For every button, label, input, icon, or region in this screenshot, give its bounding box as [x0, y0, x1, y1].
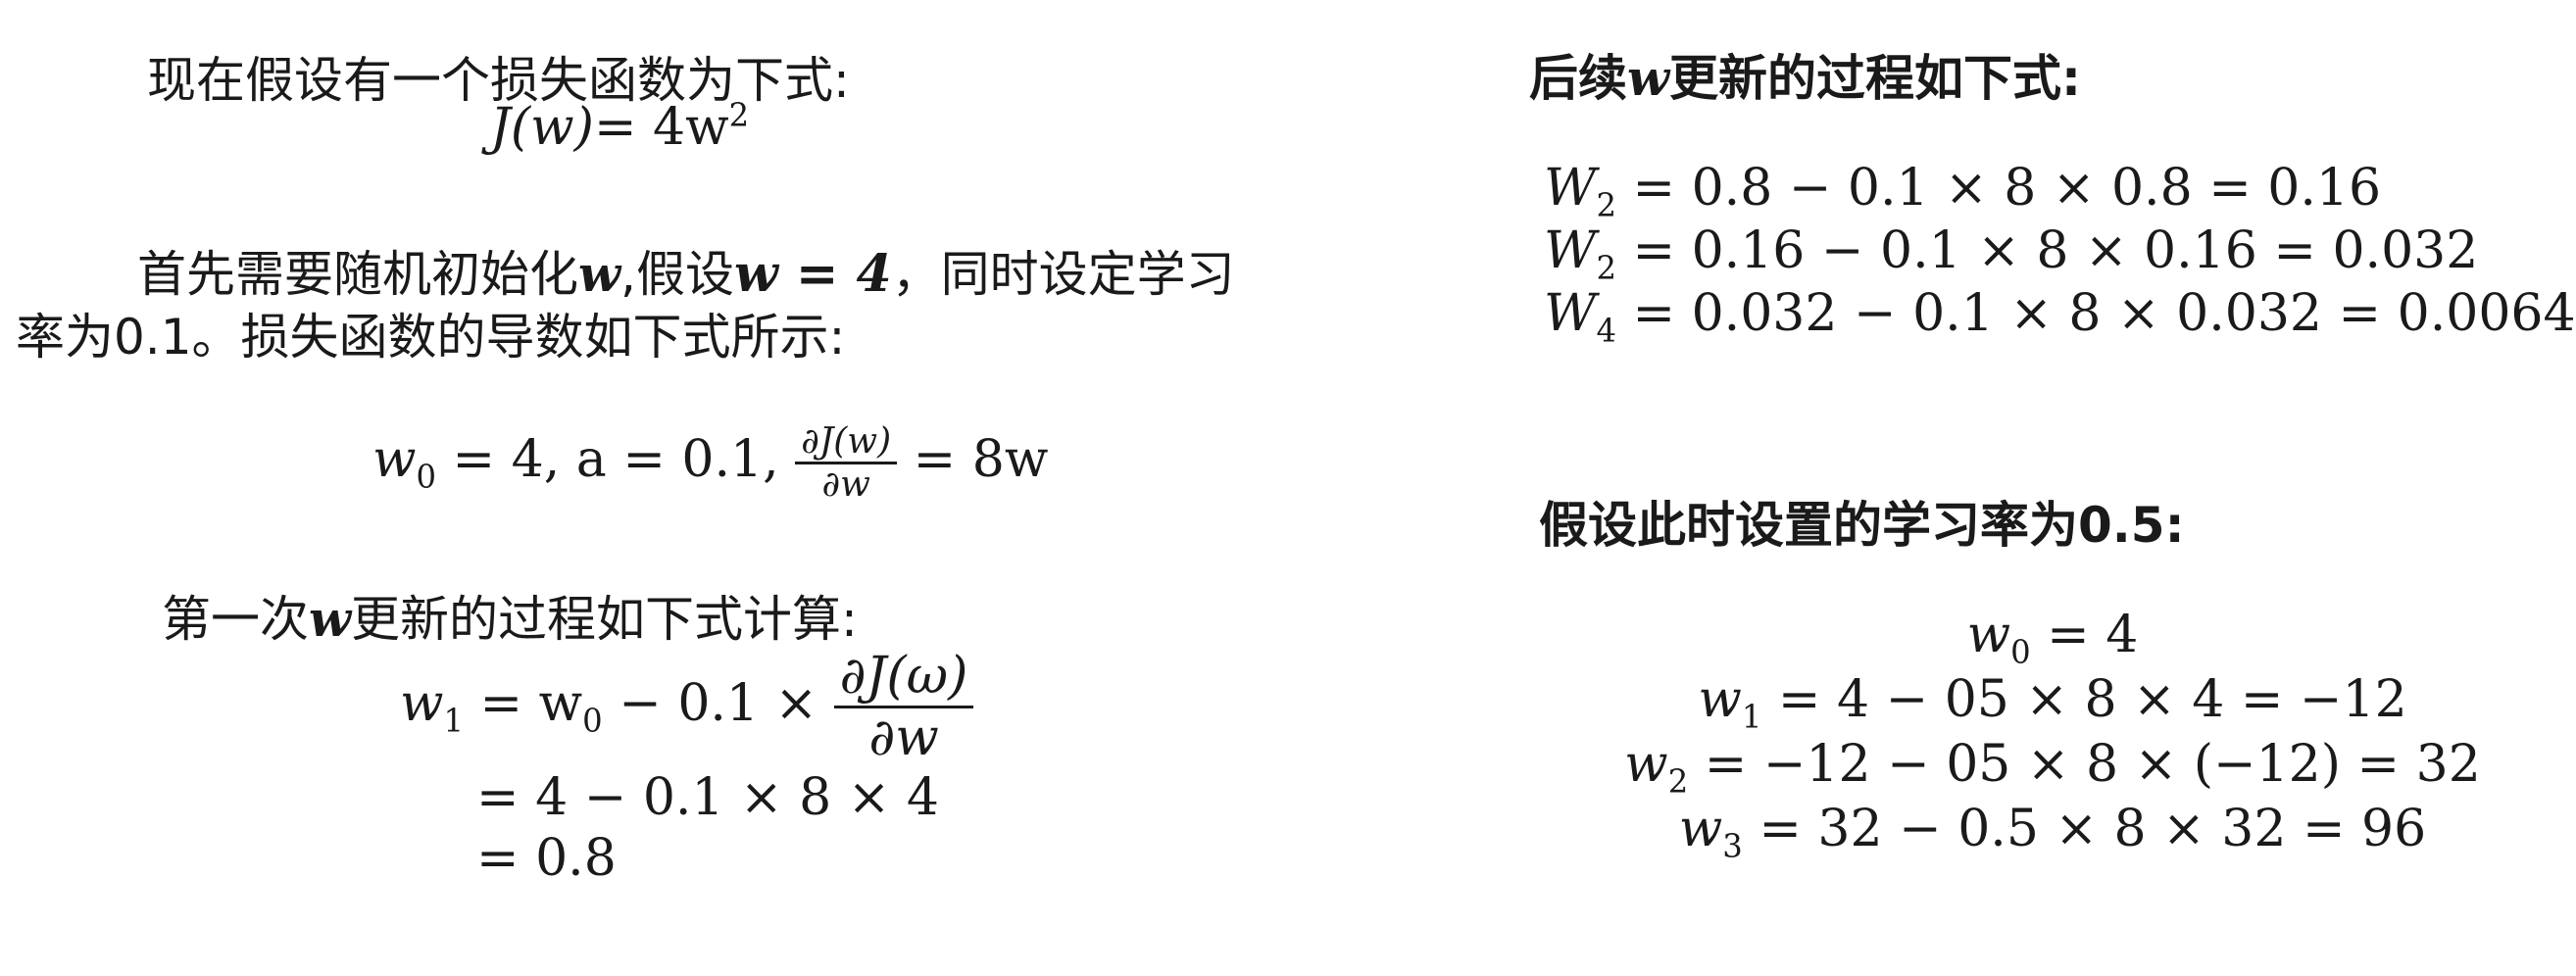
- lr-eq3-var: w: [1678, 800, 1723, 858]
- eq3-sub: 4: [1596, 312, 1616, 350]
- init-w-eq: w = 4: [733, 244, 892, 304]
- init-line-1: 首先需要随机初始化w,假设w = 4，同时设定学习: [137, 235, 1235, 306]
- first-w: w: [309, 590, 352, 648]
- w1-frac-denominator: ∂w: [868, 708, 939, 767]
- derivative-fraction: ∂J(w)∂w: [795, 421, 898, 505]
- eq3-rhs: = 0.032 − 0.1 × 8 × 0.032 = 0.0064: [1615, 284, 2576, 343]
- lr-eq2-var: w: [1624, 735, 1668, 794]
- init-line-2: 率为0.1。损失函数的导数如下式所示:: [16, 309, 846, 366]
- init-text-b: ,假设: [620, 246, 734, 303]
- params-rest: = 4, a = 0.1,: [436, 430, 796, 489]
- w1-line-2: = 4 − 0.1 × 8 × 4: [476, 768, 939, 827]
- lr-eq-0: w0 = 4: [1966, 606, 2139, 668]
- loss-rhs: = 4w: [593, 98, 729, 157]
- lr-eq-1: w1 = 4 − 05 × 8 × 4 = −12: [1698, 670, 2407, 733]
- first-text-b: 更新的过程如下式计算:: [351, 591, 858, 648]
- eq3-var: W: [1544, 284, 1597, 343]
- init-text-a: 首先需要随机初始化: [137, 246, 578, 303]
- followup-eq-1: W2 = 0.8 − 0.1 × 8 × 0.8 = 0.16: [1544, 159, 2382, 221]
- lr-eq0-rhs: = 4: [2030, 606, 2139, 664]
- lr-eq3-sub: 3: [1722, 827, 1743, 865]
- followup-w: w: [1627, 49, 1670, 107]
- params-w0: w: [372, 430, 417, 489]
- lr-eq3-rhs: = 32 − 0.5 × 8 × 32 = 96: [1742, 800, 2427, 858]
- eq2-sub: 2: [1596, 249, 1616, 287]
- first-text-a: 第一次: [162, 591, 309, 648]
- followup-eq-2: W2 = 0.16 − 0.1 × 8 × 0.16 = 0.032: [1544, 221, 2479, 284]
- w1-lhs-sub: 1: [443, 702, 465, 740]
- lr-eq0-var: w: [1966, 606, 2011, 664]
- w1-mid: = w: [464, 674, 583, 733]
- params-equation: w0 = 4, a = 0.1, ∂J(w)∂w = 8w: [372, 421, 1048, 505]
- eq1-var: W: [1544, 159, 1597, 218]
- lr-eq1-var: w: [1698, 670, 1742, 729]
- loss-function: J(w)= 4w2: [490, 98, 749, 157]
- followup-text-b: 更新的过程如下式:: [1669, 50, 2082, 107]
- lr-eq2-sub: 2: [1667, 762, 1689, 801]
- first-update-heading: 第一次w更新的过程如下式计算:: [162, 580, 858, 651]
- eq1-rhs: = 0.8 − 0.1 × 8 × 0.8 = 0.16: [1615, 159, 2382, 218]
- deriv-denominator: ∂w: [821, 464, 870, 505]
- w1-rhs: − 0.1 ×: [602, 674, 834, 733]
- lr-heading: 假设此时设置的学习率为0.5:: [1539, 497, 2185, 554]
- init-w: w: [578, 245, 621, 303]
- init-text-c: ，同时设定学习: [891, 246, 1235, 303]
- w1-fraction: ∂J(ω)∂w: [833, 647, 974, 767]
- lr-eq0-sub: 0: [2010, 633, 2031, 671]
- w1-equation: w1 = w0 − 0.1 × ∂J(ω)∂w: [400, 647, 974, 767]
- eq1-sub: 2: [1596, 186, 1616, 224]
- params-w0-sub: 0: [416, 458, 437, 496]
- lr-eq-3: w3 = 32 − 0.5 × 8 × 32 = 96: [1678, 800, 2427, 862]
- lr-eq1-sub: 1: [1741, 698, 1762, 736]
- deriv-numerator: ∂J(w): [795, 421, 898, 464]
- w1-line-3: = 0.8: [476, 829, 617, 888]
- w1-frac-numerator: ∂J(ω): [833, 647, 974, 708]
- followup-text-a: 后续: [1529, 50, 1627, 107]
- w1-lhs: w: [400, 674, 444, 733]
- eq2-var: W: [1544, 221, 1597, 280]
- lr-eq-2: w2 = −12 − 05 × 8 × (−12) = 32: [1624, 735, 2481, 798]
- loss-exponent: 2: [728, 96, 750, 134]
- w1-mid-sub: 0: [582, 702, 603, 740]
- followup-heading: 后续w更新的过程如下式:: [1529, 39, 2081, 110]
- eq2-rhs: = 0.16 − 0.1 × 8 × 0.16 = 0.032: [1615, 221, 2479, 280]
- lr-eq2-rhs: = −12 − 05 × 8 × (−12) = 32: [1688, 735, 2481, 794]
- deriv-rhs: = 8w: [897, 430, 1049, 489]
- lr-eq1-rhs: = 4 − 05 × 8 × 4 = −12: [1761, 670, 2407, 729]
- loss-lhs: J(w): [490, 98, 594, 157]
- intro-text: 现在假设有一个损失函数为下式:: [147, 52, 850, 109]
- followup-eq-3: W4 = 0.032 − 0.1 × 8 × 0.032 = 0.0064: [1544, 284, 2576, 347]
